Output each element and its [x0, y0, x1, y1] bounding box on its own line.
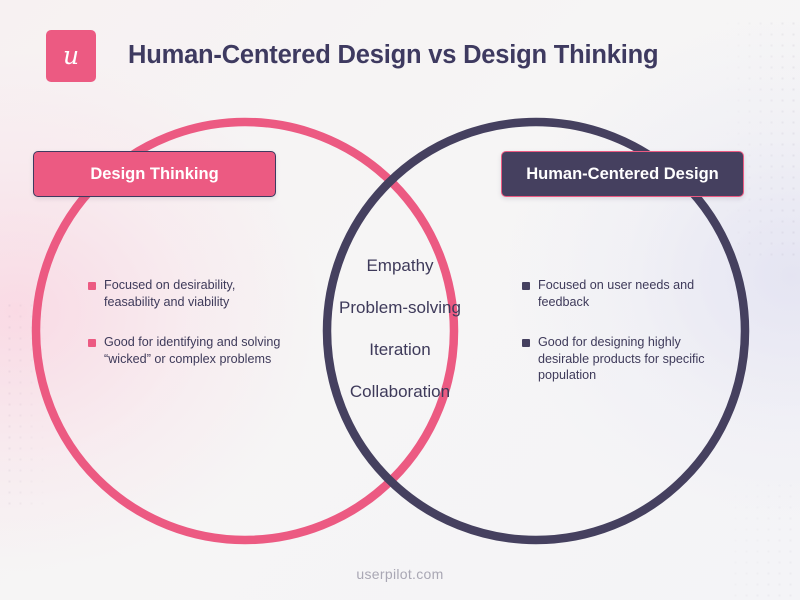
list-item: Good for identifying and solving “wicked…: [88, 334, 284, 367]
label-design-thinking: Design Thinking: [33, 151, 276, 197]
overlap-item: Collaboration: [349, 382, 451, 401]
list-item: Focused on user needs and feedback: [522, 277, 718, 310]
logo-letter: u: [62, 40, 80, 70]
userpilot-logo-icon: u: [46, 30, 96, 82]
venn-circle-human-centered-design: [322, 117, 750, 545]
label-human-centered-design: Human-Centered Design: [501, 151, 744, 197]
bullet-square-icon: [88, 282, 96, 290]
bullet-list-human-centered-design: Focused on user needs and feedback Good …: [522, 277, 718, 408]
overlap-item: Empathy: [366, 256, 434, 275]
list-item-label: Focused on desirability, feasability and…: [104, 278, 236, 309]
header: u Human-Centered Design vs Design Thinki…: [0, 0, 800, 110]
venn-circle-design-thinking: [31, 117, 459, 545]
list-item: Focused on desirability, feasability and…: [88, 277, 284, 310]
bullet-list-design-thinking: Focused on desirability, feasability and…: [88, 277, 284, 391]
bullet-square-icon: [522, 282, 530, 290]
overlap-item: Problem-solving: [339, 298, 461, 317]
bullet-square-icon: [522, 339, 530, 347]
page-title: Human-Centered Design vs Design Thinking: [128, 41, 659, 69]
bullet-square-icon: [88, 339, 96, 347]
list-item-label: Good for identifying and solving “wicked…: [104, 335, 281, 366]
list-item: Good for designing highly desirable prod…: [522, 334, 718, 384]
overlap-item: Iteration: [369, 340, 431, 359]
list-item-label: Focused on user needs and feedback: [538, 278, 695, 309]
footer-site-name: userpilot.com: [356, 566, 444, 582]
list-item-label: Good for designing highly desirable prod…: [538, 335, 705, 382]
venn-overlap-list: Empathy Problem-solving Iteration Collab…: [290, 255, 510, 402]
